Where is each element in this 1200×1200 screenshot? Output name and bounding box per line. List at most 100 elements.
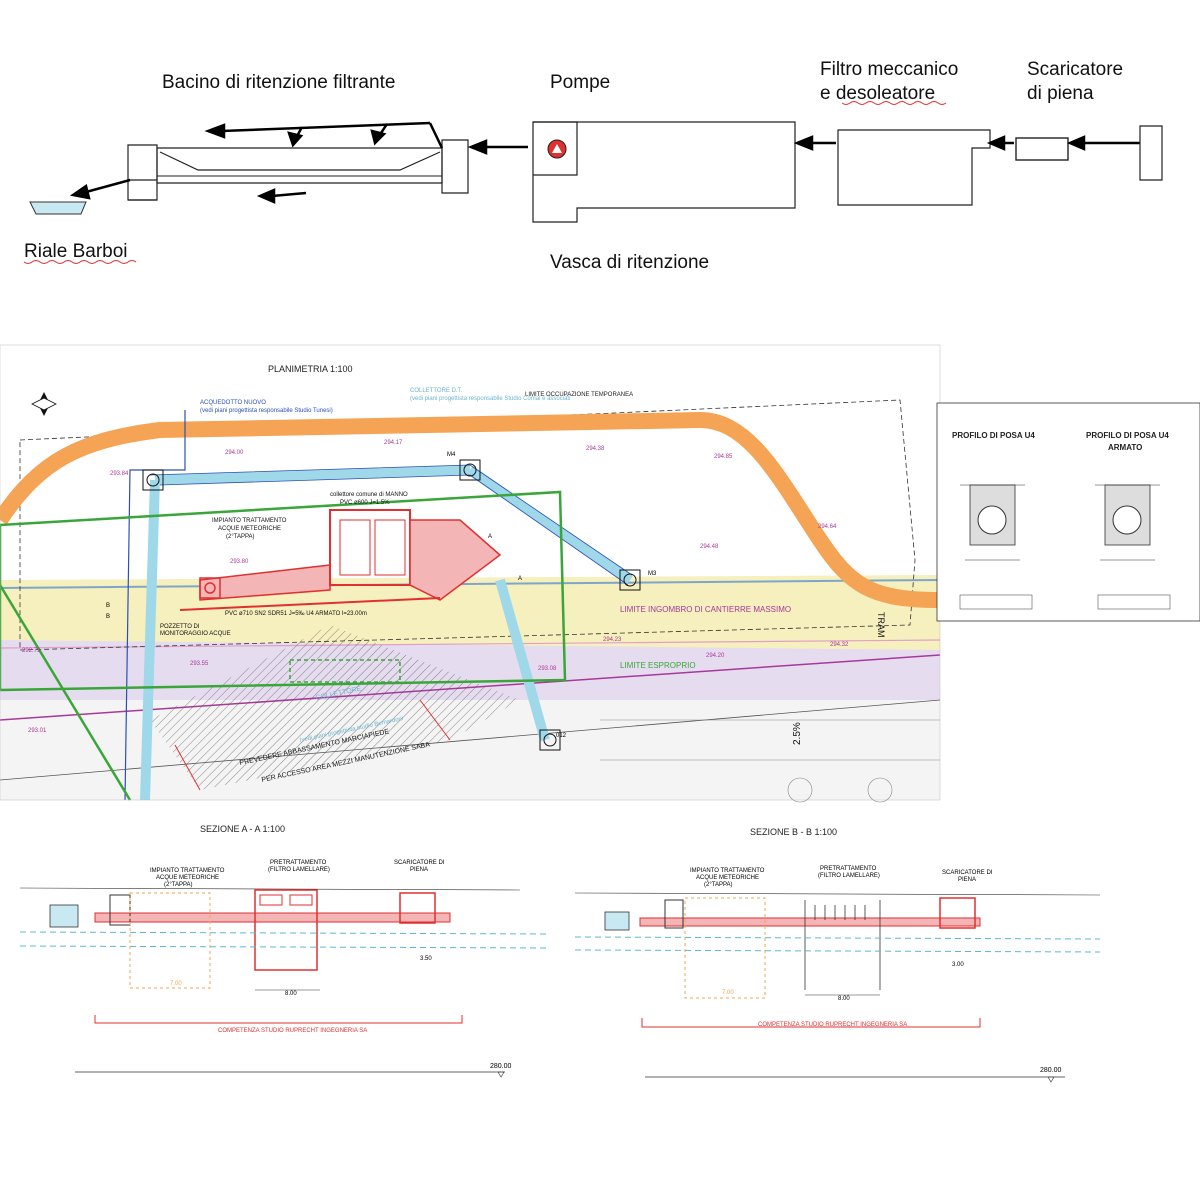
section-a: SEZIONE A - A 1:100 IMPIANTO TRATTAMENTO… xyxy=(19,824,551,1078)
section-a-competenza-bracket xyxy=(94,1015,463,1024)
bacino-flow-arrows xyxy=(69,121,444,204)
section-a-pipe xyxy=(94,912,451,923)
section-b-pretratt-1: PRETRATTAMENTO xyxy=(820,866,877,872)
process-schematic: Bacino di ritenzione filtrante Pompe Fil… xyxy=(23,59,1163,273)
north-arrow-icon xyxy=(31,392,57,416)
marker-a-right-2: A xyxy=(488,534,492,540)
label-impianto-2: ACQUE METEORICHE xyxy=(218,526,281,532)
marker-m3: M3 xyxy=(648,571,657,577)
level-label: 294.85 xyxy=(714,454,733,460)
level-label: 293.84 xyxy=(110,471,129,477)
section-a-impianto-1: IMPIANTO TRATTAMENTO xyxy=(150,868,225,874)
level-label: 294.32 xyxy=(830,642,849,648)
vasca-tank xyxy=(532,121,796,223)
label-slope: 2.5% xyxy=(792,722,803,745)
level-label: 294.38 xyxy=(586,446,605,452)
section-a-title: SEZIONE A - A 1:100 xyxy=(200,824,285,834)
level-label: 293.80 xyxy=(230,559,249,565)
label-vasca: Vasca di ritenzione xyxy=(550,252,709,273)
section-b-pretratt-2: (FILTRO LAMELLARE) xyxy=(818,873,880,879)
manholes xyxy=(142,459,641,751)
pipe-section-u4 xyxy=(959,484,1033,610)
scaricatore-box xyxy=(1015,137,1069,161)
section-a-pretratt-1: PRETRATTAMENTO xyxy=(270,860,327,866)
level-label: 292.79 xyxy=(22,648,41,654)
label-limite-occupazione: LIMITE OCCUPAZIONE TEMPORANEA xyxy=(525,392,633,398)
scaricatore-arrows xyxy=(986,135,1140,151)
level-label: 294.00 xyxy=(225,450,244,456)
bacino-right-wall xyxy=(441,139,469,194)
section-b-impianto-1: IMPIANTO TRATTAMENTO xyxy=(690,868,765,874)
spell-underline xyxy=(841,101,947,105)
section-a-excavation xyxy=(129,892,211,989)
section-b-dim-2: 8.00 xyxy=(838,996,850,1002)
marker-a-right: A xyxy=(518,576,522,582)
cyan-pipes xyxy=(140,465,633,801)
label-collettore-manno: collettore comune di MANNO xyxy=(330,492,408,498)
marker-m4: M4 xyxy=(447,452,456,458)
section-b-lamellar-filter xyxy=(804,900,881,990)
label-riale: Riale Barboi xyxy=(24,241,128,262)
section-b-impianto-2: ACQUE METEORICHE xyxy=(696,875,759,881)
level-label: 293.55 xyxy=(190,661,209,667)
label-scaricatore-1: Scaricatore xyxy=(1027,59,1123,80)
section-b-scaricatore xyxy=(939,897,976,929)
section-b: SEZIONE B - B 1:100 IMPIANTO TRATTAMENTO… xyxy=(574,827,1101,1083)
limite-cantiere-boundary xyxy=(0,490,567,692)
inlet-wall xyxy=(1139,125,1163,181)
section-b-dim-3: 3.00 xyxy=(952,962,964,968)
plan-title: PLANIMETRIA 1:100 xyxy=(268,364,353,374)
section-a-pretratt-2: (FILTRO LAMELLARE) xyxy=(268,867,330,873)
profilo-u4-armato-title-2: ARMATO xyxy=(1108,443,1142,452)
section-b-scaric-2: PIENA xyxy=(958,877,976,883)
orange-collector xyxy=(0,411,941,608)
label-pompe: Pompe xyxy=(550,72,610,93)
label-scaricatore-2: di piena xyxy=(1027,83,1094,104)
section-b-dim-1: 7.00 xyxy=(722,990,734,996)
plan-view: PLANIMETRIA 1:100 LIMITE OCCUPAZIONE TEM… xyxy=(0,344,941,803)
label-pvc-710: PVC ø710 SN2 SDR51 J=5‰ U4 ARMATO l=23.0… xyxy=(225,611,367,617)
spell-underline-riale xyxy=(23,260,137,264)
section-b-impianto-3: (2°TAPPA) xyxy=(704,882,733,888)
treatment-plant xyxy=(179,509,502,611)
label-collettore-dt: COLLETTORE D.T. xyxy=(410,388,463,394)
label-acquedotto: ACQUEDOTTO NUOVO xyxy=(200,400,266,406)
marker-012: 012 xyxy=(556,733,567,739)
pump-arrow xyxy=(467,139,528,155)
label-pvc-600: PVC ø600 J=1.5% xyxy=(340,500,390,506)
label-limite-esproprio: LIMITE ESPROPRIO xyxy=(620,661,696,670)
section-a-filter-tank xyxy=(254,889,318,971)
label-tram: TRAM xyxy=(876,612,886,638)
section-b-title: SEZIONE B - B 1:100 xyxy=(750,827,837,837)
section-b-scaric-1: SCARICATORE DI xyxy=(942,870,993,876)
section-b-pipe xyxy=(639,917,981,927)
section-a-dim-1: 7.00 xyxy=(170,981,182,987)
level-label: 294.48 xyxy=(700,544,719,550)
label-bacino: Bacino di ritenzione filtrante xyxy=(162,72,395,93)
label-impianto-3: (2°TAPPA) xyxy=(226,534,255,540)
profilo-u4-title: PROFILO DI POSA U4 xyxy=(952,431,1035,440)
section-b-competenza-bracket xyxy=(641,1018,981,1028)
pipe-section-u4-armato xyxy=(1095,484,1171,610)
bacino-filter-profile xyxy=(159,151,441,171)
bacino-left-wall xyxy=(127,144,158,201)
label-filtro-2: e desoleatore xyxy=(820,83,935,104)
section-a-scaricatore xyxy=(399,892,436,924)
label-filtro-1: Filtro meccanico xyxy=(820,59,958,80)
label-pozzetto-2: MONITORAGGIO ACQUE xyxy=(160,631,231,637)
section-a-dim-3: 3.50 xyxy=(420,956,432,962)
section-a-datum: 280.00 xyxy=(490,1063,512,1070)
profilo-u4-armato-title-1: PROFILO DI POSA U4 xyxy=(1086,431,1169,440)
marker-b-left-2: B xyxy=(106,614,110,620)
level-label: 294.23 xyxy=(603,637,622,643)
bacino-basin xyxy=(156,147,443,184)
label-acquedotto-note: (vedi piani progettista responsabile Stu… xyxy=(200,408,333,414)
profile-panel: PROFILO DI POSA U4 PROFILO DI POSA U4 AR… xyxy=(936,402,1200,622)
filtro-arrow xyxy=(793,135,836,151)
label-limite-cantiere: LIMITE INGOMBRO DI CANTIERRE MASSIMO xyxy=(620,605,791,614)
level-label: 294.17 xyxy=(384,440,403,446)
label-impianto-1: IMPIANTO TRATTAMENTO xyxy=(212,518,287,524)
section-a-impianto-3: (2°TAPPA) xyxy=(164,882,193,888)
section-a-impianto-2: ACQUE METEORICHE xyxy=(156,875,219,881)
